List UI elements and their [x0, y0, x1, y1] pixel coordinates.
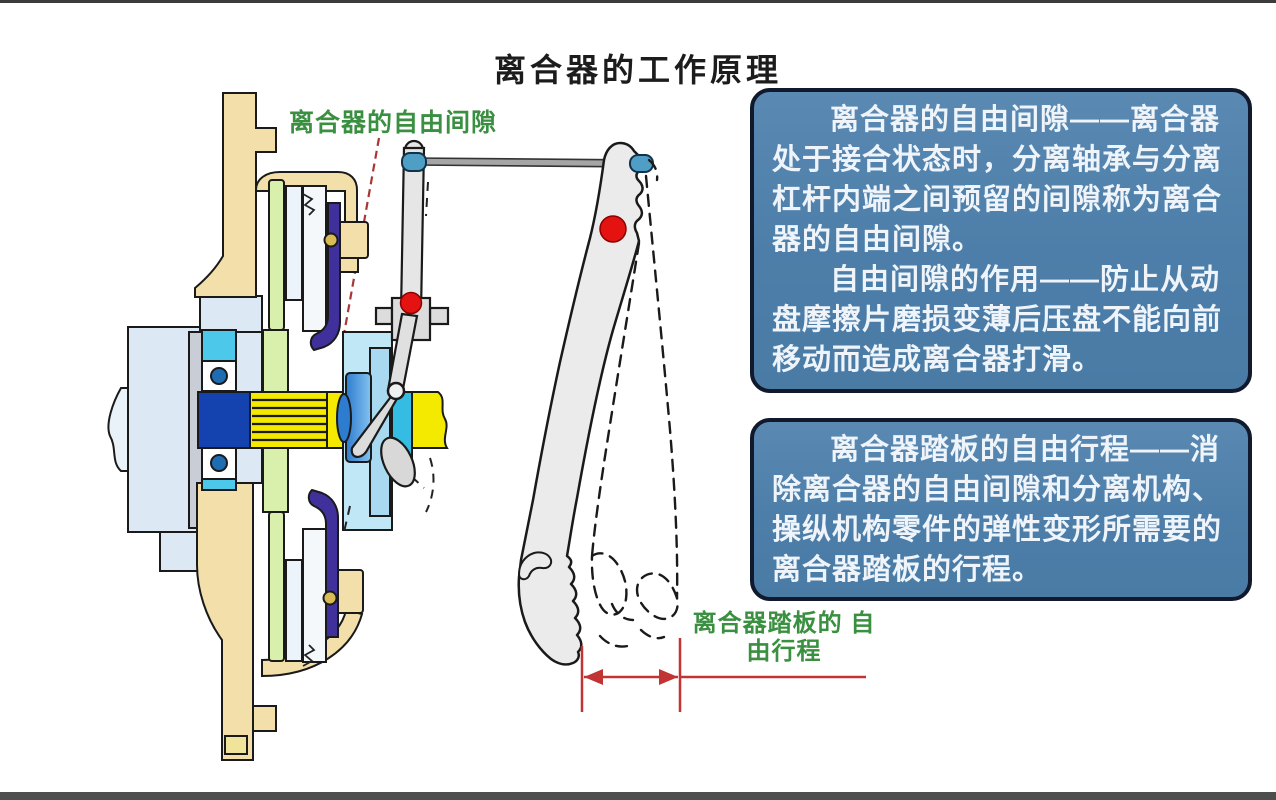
pedal-dashed-positions — [590, 158, 679, 648]
lever-pivot-pin — [322, 590, 338, 606]
pressure-plate — [302, 185, 327, 663]
free-travel-dimension — [580, 638, 866, 712]
letterbox-top — [0, 0, 1276, 3]
pedal-pivot-marker — [599, 215, 627, 243]
pedal-travel-label: 离合器踏板的 自由行程 — [692, 610, 876, 665]
disc-hub — [197, 391, 251, 449]
info-box-pedal-travel: 离合器踏板的自由行程——消除离合器的自由间隙和分离机构、操纵机构零件的弹性变形所… — [750, 418, 1252, 601]
rod-end-cap — [629, 154, 654, 173]
fork-pivot-marker — [399, 291, 423, 315]
info-box-free-gap: 离合器的自由间隙——离合器处于接合状态时，分离轴承与分离杠杆内端之间预留的间隙称… — [750, 88, 1252, 393]
free-gap-definition-text: 离合器的自由间隙——离合器处于接合状态时，分离轴承与分离杠杆内端之间预留的间隙称… — [772, 104, 1223, 256]
free-gap-purpose-text: 自由间隙的作用——防止从动盘摩擦片磨损变薄后压盘不能向前移动而造成离合器打滑。 — [772, 264, 1223, 376]
fork-tip-pivot — [386, 381, 406, 401]
spring-marks — [302, 193, 316, 667]
cover-bolt — [224, 735, 248, 755]
clutch-pedal — [517, 141, 645, 666]
free-gap-label: 离合器的自由间隙 — [289, 109, 498, 137]
fork-mount-bracket — [428, 306, 450, 326]
driven-disc — [262, 179, 303, 662]
free-gap-leader-line — [342, 137, 381, 335]
pedal-travel-definition-text: 离合器踏板的自由行程——消除离合器的自由间隙和分离机构、操纵机构零件的弹性变形所… — [772, 434, 1223, 586]
rod-end-cap — [401, 152, 427, 172]
letterbox-bottom — [0, 792, 1276, 800]
lever-pivot-pin — [323, 232, 339, 248]
fork-mount-bracket — [374, 306, 394, 326]
page-title: 离合器的工作原理 — [493, 52, 782, 89]
pilot-bearings — [197, 329, 251, 491]
pedal-heel-hook — [518, 551, 553, 581]
release-levers — [307, 202, 341, 638]
